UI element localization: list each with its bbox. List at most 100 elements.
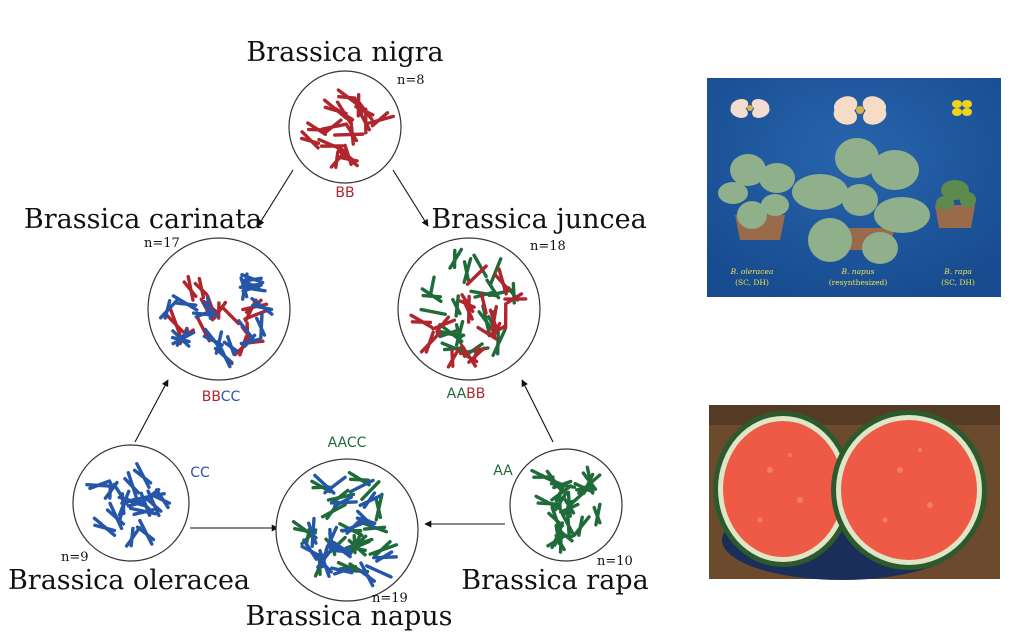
chromosome-A-rapa [550, 482, 573, 503]
chromosomes [85, 88, 602, 588]
chromosome-B-juncea [493, 267, 511, 296]
chromosome-C-carinata [237, 319, 255, 341]
genome-label-juncea: AABB [447, 386, 486, 402]
chromosome-A-juncea [440, 341, 467, 354]
chromosome-A-rapa [592, 502, 602, 527]
chromosome-A-rapa [573, 481, 595, 494]
chromosome-C-carinata [201, 296, 216, 320]
chromosome-A-napus [360, 480, 381, 502]
chromosome-count-rapa: n=10 [597, 554, 633, 569]
chromosome-A-rapa [572, 515, 591, 537]
chromosome-B-nigra [339, 143, 356, 167]
chromosome-C-napus [358, 491, 383, 509]
chromosome-B-nigra [351, 93, 364, 118]
chromosome-C-oleracea [85, 479, 116, 491]
chromosome-C-napus [329, 566, 354, 576]
chromosome-C-carinata [240, 273, 265, 285]
chromosome-C-oleracea [143, 489, 163, 518]
chromosome-C-napus [324, 525, 339, 552]
species-label-rapa: Brassica rapa [461, 565, 648, 596]
chromosome-A-juncea [451, 294, 462, 318]
arrow-nigra-to-carinata [257, 169, 294, 227]
chromosome-B-nigra [336, 88, 357, 105]
chromosome-C-oleracea [152, 488, 172, 510]
chromosome-A-juncea [448, 247, 464, 270]
chromosome-B-carinata [193, 276, 208, 300]
genome-label-rapa: AA [493, 463, 513, 479]
photo-label-rapa: B. rapa [943, 267, 972, 276]
chromosome-A-juncea [488, 257, 503, 287]
chromosome-A-juncea [419, 307, 447, 316]
chromosome-B-juncea [431, 315, 457, 333]
chromosome-B-carinata [182, 274, 198, 302]
chromosome-C-napus [323, 475, 347, 495]
cell-rapa [509, 448, 623, 562]
chromosome-B-juncea [467, 345, 486, 365]
chromosome-C-carinata [255, 312, 267, 340]
chromosome-B-carinata [221, 306, 241, 326]
chromosome-C-oleracea [136, 491, 154, 517]
chromosome-C-oleracea [117, 489, 131, 517]
chromosome-A-napus [326, 488, 356, 505]
chromosome-B-juncea [462, 294, 474, 324]
chromosome-C-napus [365, 564, 393, 579]
chromosome-B-juncea [503, 292, 528, 305]
chromosome-B-juncea [409, 313, 434, 329]
chromosome-count-oleracea: n=9 [61, 550, 89, 565]
chromosome-count-juncea: n=18 [530, 239, 566, 254]
genome-label-nigra: BB [335, 185, 354, 201]
chromosome-A-rapa [562, 490, 576, 518]
arrow-rapa-to-juncea [521, 379, 554, 443]
chromosome-C-napus [331, 542, 352, 559]
chromosome-C-napus [315, 549, 333, 578]
chromosome-C-napus [329, 495, 358, 508]
chromosome-C-napus [340, 516, 371, 535]
flower-icon [952, 100, 972, 116]
chromosome-A-juncea [454, 319, 465, 347]
chromosome-C-carinata [202, 327, 224, 352]
chromosome-C-carinata [239, 277, 261, 291]
chromosome-B-juncea [419, 330, 442, 354]
chromosome-B-nigra [359, 107, 372, 135]
species-label-napus: Brassica napus [245, 601, 452, 632]
chromosome-B-nigra [333, 132, 365, 137]
photo-label-oleracea: B. oleracea [730, 267, 774, 276]
species-label-oleracea: Brassica oleracea [8, 565, 250, 596]
flower-icon [730, 99, 770, 118]
chromosome-B-nigra [334, 100, 355, 126]
chromosome-C-carinata [239, 333, 262, 349]
chromosome-C-carinata [250, 296, 274, 316]
photo-note-rapa: (SC, DH) [941, 278, 975, 287]
chromosome-A-juncea [491, 328, 507, 357]
chromosome-count-nigra: n=8 [397, 73, 425, 88]
chromosome-C-oleracea [132, 462, 153, 489]
chromosome-C-napus [300, 538, 320, 561]
cell-nigra [288, 70, 402, 184]
chromosome-A-juncea [462, 256, 473, 285]
chromosome-B-juncea [479, 292, 488, 315]
chromosome-C-napus [306, 516, 318, 548]
arrow-nigra-to-juncea [392, 169, 429, 227]
photo-note-oleracea: (SC, DH) [735, 278, 769, 287]
genome-label-carinata: BBCC [202, 389, 241, 405]
chromosome-A-napus [374, 492, 384, 522]
arrows [134, 169, 554, 532]
chromosome-B-juncea [503, 302, 508, 330]
chromosome-C-oleracea [123, 471, 141, 499]
chromosome-B-nigra [366, 111, 396, 128]
chromosome-C-napus [348, 478, 375, 494]
chromosome-A-juncea [472, 253, 488, 279]
chromosome-C-carinata [158, 299, 179, 320]
chromosome-C-carinata [170, 329, 191, 348]
chromosome-B-nigra [320, 118, 349, 134]
chromosome-C-oleracea [92, 516, 117, 538]
chromosome-C-carinata [222, 335, 239, 357]
chromosome-A-rapa [547, 505, 565, 532]
chromosome-A-rapa [581, 465, 598, 495]
photo-note-napus: (resynthesized) [829, 278, 888, 287]
chromosome-A-napus [368, 540, 399, 559]
chromosome-count-napus: n=19 [372, 591, 408, 606]
chromosome-C-carinata [171, 294, 199, 312]
chromosome-A-rapa [530, 468, 556, 484]
